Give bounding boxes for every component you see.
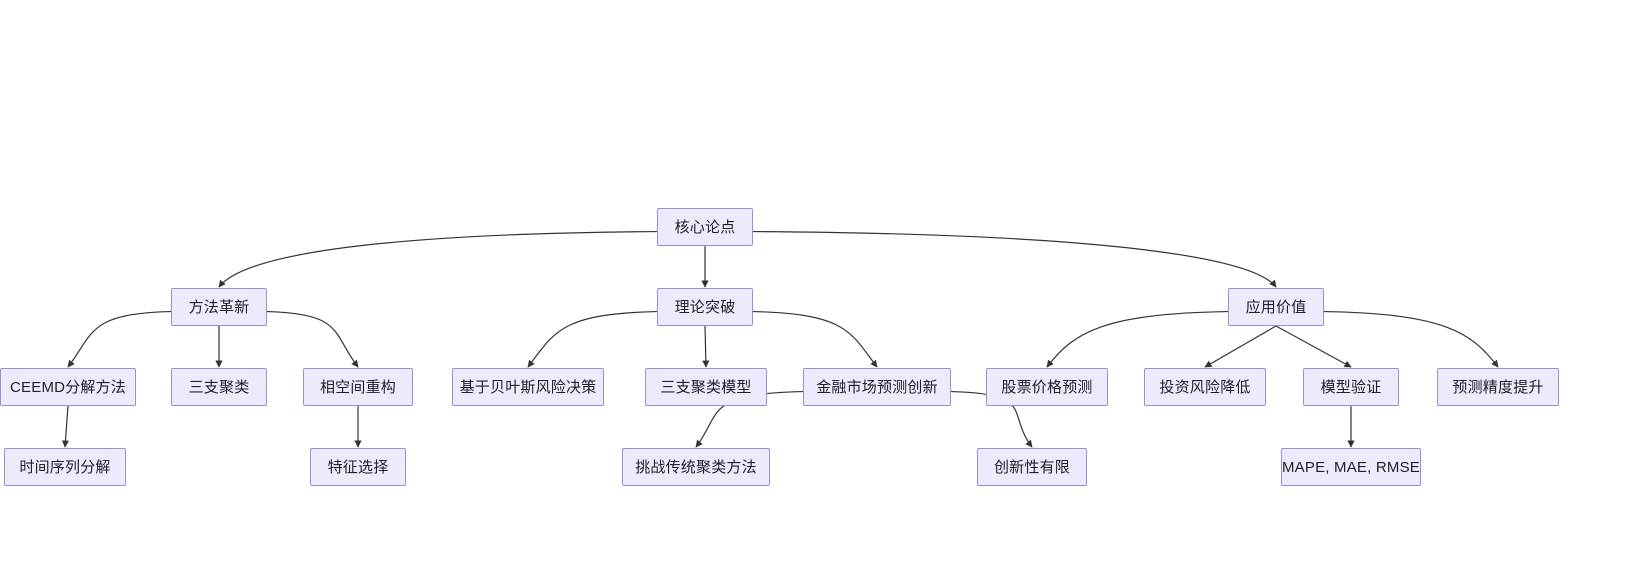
flow-node-l2h[interactable]: 投资风险降低	[1144, 368, 1266, 406]
flow-node-l3a[interactable]: 时间序列分解	[4, 448, 126, 486]
flow-node-label: 三支聚类模型	[660, 378, 752, 396]
flow-node-l2i[interactable]: 模型验证	[1303, 368, 1399, 406]
flow-node-l2b[interactable]: 三支聚类	[171, 368, 267, 406]
flow-node-l3e[interactable]: MAPE, MAE, RMSE	[1281, 448, 1421, 486]
flow-node-root[interactable]: 核心论点	[657, 208, 753, 246]
flow-node-l1c[interactable]: 应用价值	[1228, 288, 1324, 326]
flow-node-label: 应用价值	[1245, 298, 1307, 316]
flow-edge-l1a-to-l2a	[67, 310, 172, 368]
flow-edge-l1a-to-l2c	[266, 310, 359, 368]
flow-edge-root-to-l1c	[752, 230, 1277, 288]
flow-node-l2d[interactable]: 基于贝叶斯风险决策	[452, 368, 604, 406]
flow-node-label: 金融市场预测创新	[816, 378, 938, 396]
flow-edge-l1c-to-l2i	[1275, 325, 1352, 368]
flow-edge-l1b-to-l2e	[702, 325, 710, 368]
flow-node-label: 预测精度提升	[1452, 378, 1544, 396]
flow-edge-l1c-to-l2g	[1046, 310, 1229, 368]
flow-node-label: 方法革新	[188, 298, 250, 316]
flow-node-l2j[interactable]: 预测精度提升	[1437, 368, 1559, 406]
flow-node-label: CEEMD分解方法	[10, 378, 126, 396]
flow-edge-l1b-to-l2f	[752, 310, 878, 368]
flow-node-label: 特征选择	[327, 458, 389, 476]
flow-node-l1b[interactable]: 理论突破	[657, 288, 753, 326]
flow-node-label: 三支聚类	[188, 378, 250, 396]
edge-paths	[61, 230, 1499, 448]
flow-node-label: 基于贝叶斯风险决策	[459, 378, 597, 396]
flow-node-label: 理论突破	[674, 298, 736, 316]
flow-node-l2c[interactable]: 相空间重构	[303, 368, 413, 406]
flow-node-label: 创新性有限	[993, 458, 1070, 476]
flow-node-l2g[interactable]: 股票价格预测	[986, 368, 1108, 406]
flow-node-l1a[interactable]: 方法革新	[171, 288, 267, 326]
flow-edge-root-to-l1a	[218, 230, 658, 288]
flow-node-l2e[interactable]: 三支聚类模型	[645, 368, 767, 406]
flow-node-l3c[interactable]: 挑战传统聚类方法	[622, 448, 770, 486]
flow-node-l3d[interactable]: 创新性有限	[977, 448, 1087, 486]
flow-edge-l1b-to-l2d	[527, 310, 658, 368]
flow-edge-l2a-to-l3a	[61, 405, 70, 448]
flow-edge-l1c-to-l2j	[1323, 310, 1499, 368]
flow-node-label: 股票价格预测	[1001, 378, 1093, 396]
flow-node-l2a[interactable]: CEEMD分解方法	[0, 368, 136, 406]
flow-node-label: 模型验证	[1320, 378, 1382, 396]
flow-node-label: 核心论点	[674, 218, 736, 236]
flow-edge-l1c-to-l2h	[1204, 325, 1277, 368]
flow-node-label: 挑战传统聚类方法	[635, 458, 757, 476]
flow-node-label: MAPE, MAE, RMSE	[1281, 458, 1421, 476]
flow-node-label: 投资风险降低	[1159, 378, 1251, 396]
flow-node-label: 相空间重构	[319, 378, 396, 396]
flow-node-l2f[interactable]: 金融市场预测创新	[803, 368, 951, 406]
flow-node-l3b[interactable]: 特征选择	[310, 448, 406, 486]
flow-node-label: 时间序列分解	[19, 458, 111, 476]
